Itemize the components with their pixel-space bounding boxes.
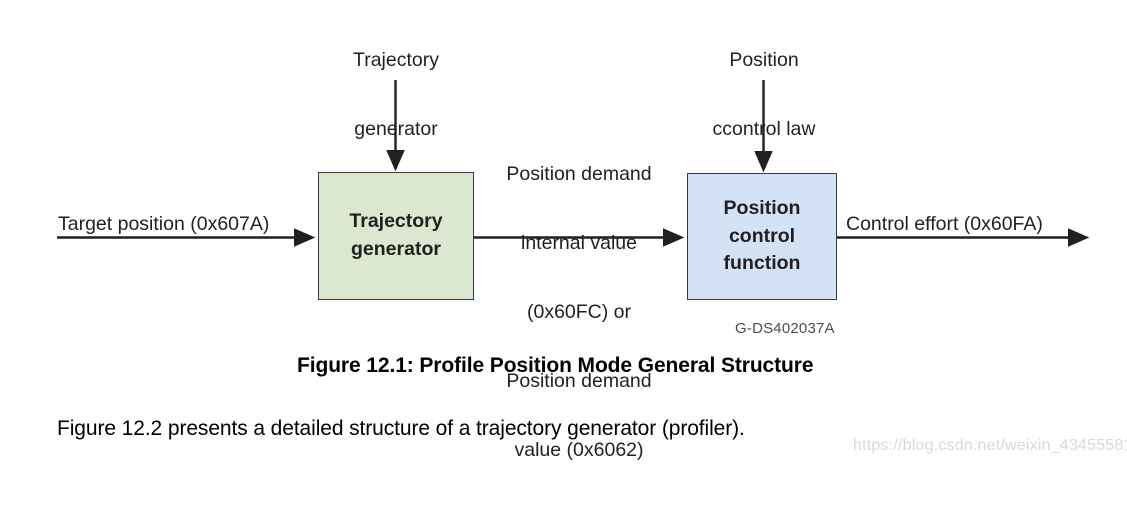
position-demand-line-5: value (0x6062) [514,439,644,461]
watermark-url: https://blog.csdn.net/weixin_43455581 [853,437,1127,454]
position-demand-line-3: (0x60FC) or [526,301,632,323]
figure-id-code: G-DS402037A [735,320,835,337]
figure-caption: Figure 12.1: Profile Position Mode Gener… [297,354,814,377]
position-demand-line-2: internal value [521,232,637,254]
block-position-control-function-title: Position control function [688,195,836,278]
label-control-effort: Control effort (0x60FA) [846,213,1043,235]
control-law-params-line-2: ccontrol law [712,118,816,140]
label-position-demand: Position demand internal value (0x60FC) … [470,117,688,508]
label-target-position: Target position (0x607A) [58,213,270,235]
block-trajectory-generator-line-2: generator [351,238,441,260]
figure-diagram: Trajectory generator parameters Position… [57,49,1090,461]
trajectory-params-line-2: generator [354,118,438,140]
control-law-params-line-1: Position [729,49,799,71]
trajectory-params-line-1: Trajectory [353,49,439,71]
block-trajectory-generator-line-1: Trajectory [349,210,443,233]
block-position-control-function: Position control function [687,173,837,300]
block-trajectory-generator-title: Trajectory generator [319,208,473,263]
block-position-control-function-line-3: function [723,252,801,275]
diagram-connectors-layer [57,80,1090,247]
block-trajectory-generator: Trajectory generator [318,172,474,300]
position-demand-line-4: Position demand [506,370,652,392]
block-position-control-function-line-1: Position [723,196,801,219]
position-demand-line-1: Position demand [506,163,652,185]
block-position-control-function-line-2: control [728,224,796,247]
body-paragraph: Figure 12.2 presents a detailed structur… [57,417,745,440]
